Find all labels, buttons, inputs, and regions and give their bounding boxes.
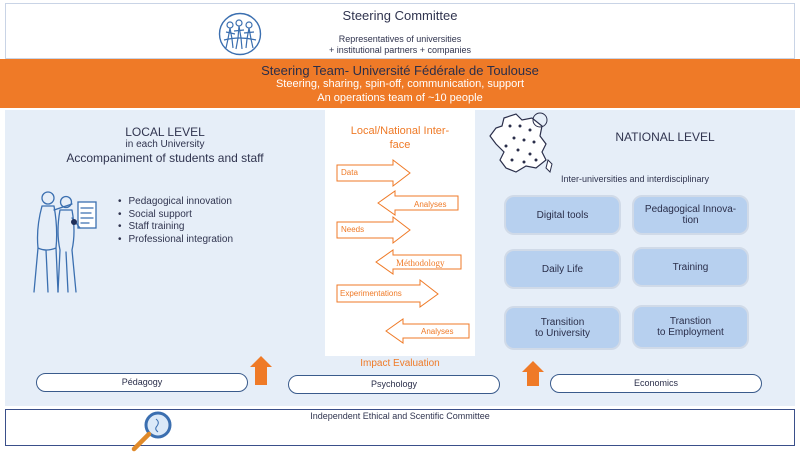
left-arrow-methodology <box>375 249 462 275</box>
interface-title: Local/National Inter- face <box>330 124 470 152</box>
box-line1: Transition <box>540 317 585 328</box>
national-level-title: NATIONAL LEVEL <box>615 130 715 144</box>
arrow-label-analyses: Analyses <box>414 200 447 209</box>
steering-committee-title: Steering Committee <box>342 8 458 23</box>
national-level-subtitle: Inter-universities and interdisciplinary <box>560 174 710 184</box>
box-line1: Training <box>672 261 709 273</box>
france-map-icon <box>489 112 553 173</box>
steering-committee-box <box>5 3 795 59</box>
ethics-committee-title: Independent Ethical and Scentific Commit… <box>310 411 490 421</box>
national-box-pedagogical-innovation: Pedagogical Innova-tion <box>632 195 749 235</box>
steering-committee-line1: Representatives of universities <box>338 34 462 44</box>
right-arrow-data <box>336 158 411 188</box>
up-arrow-right <box>522 361 544 386</box>
steering-team-band <box>0 59 800 108</box>
interface-title-line2: face <box>389 139 411 151</box>
pedagogy-pill: Pédagogy <box>36 373 248 392</box>
left-arrow-analyses-2 <box>385 318 470 344</box>
interface-title-line1: Local/National Inter- <box>350 125 450 137</box>
arrow-label-data: Data <box>341 168 358 177</box>
box-line2: tion <box>682 215 699 226</box>
arrow-label-analyses-2: Analyses <box>421 327 454 336</box>
list-item: Pedagogical innovation <box>118 196 233 209</box>
arrow-label-methodology: Méthodology <box>396 258 445 268</box>
committee-people-logo-icon <box>218 12 262 56</box>
economics-pill: Economics <box>550 374 762 393</box>
national-box-training: Training <box>632 247 749 287</box>
steering-team-line2: An operations team of ~10 people <box>317 92 483 104</box>
steering-team-line1: Steering, sharing, spin-off, communicati… <box>275 78 525 90</box>
arrow-label-experimentations: Experimentations <box>340 289 402 298</box>
impact-evaluation-title: Impact Evaluation <box>360 358 440 369</box>
left-arrow-analyses <box>377 190 459 216</box>
box-line1: Daily Life <box>541 263 584 275</box>
local-level-heading: Accompaniment of students and staff <box>66 151 264 165</box>
local-level-subtitle: in each University <box>125 139 205 150</box>
list-item: Professional integration <box>118 234 234 247</box>
steering-committee-line2: + institutional partners + companies <box>328 45 472 55</box>
box-line2: to University <box>534 328 590 339</box>
national-box-digital-tools: Digital tools <box>504 195 621 235</box>
local-level-title: LOCAL LEVEL <box>125 125 205 139</box>
magnifier-icon <box>131 411 172 452</box>
up-arrow-left <box>250 356 272 385</box>
steering-team-title: Steering Team- Université Fédérale de To… <box>261 63 539 78</box>
box-line1: Pedagogical Innova- <box>644 204 737 215</box>
list-item: Staff training <box>118 221 233 234</box>
psychology-pill: Psychology <box>288 375 500 394</box>
arrow-label-needs: Needs <box>341 225 365 234</box>
right-arrow-experimentations <box>336 278 439 308</box>
list-item: Social support <box>118 209 233 222</box>
box-line1: Transtion <box>669 316 712 327</box>
national-box-daily-life: Daily Life <box>504 249 621 289</box>
box-line2: to Employment <box>657 327 724 338</box>
box-line1: Digital tools <box>536 209 589 221</box>
local-level-list: Pedagogical innovation Social support St… <box>118 196 234 247</box>
right-arrow-needs <box>336 215 411 245</box>
people-presentation-icon <box>33 191 97 293</box>
ethics-committee-box <box>5 409 795 446</box>
